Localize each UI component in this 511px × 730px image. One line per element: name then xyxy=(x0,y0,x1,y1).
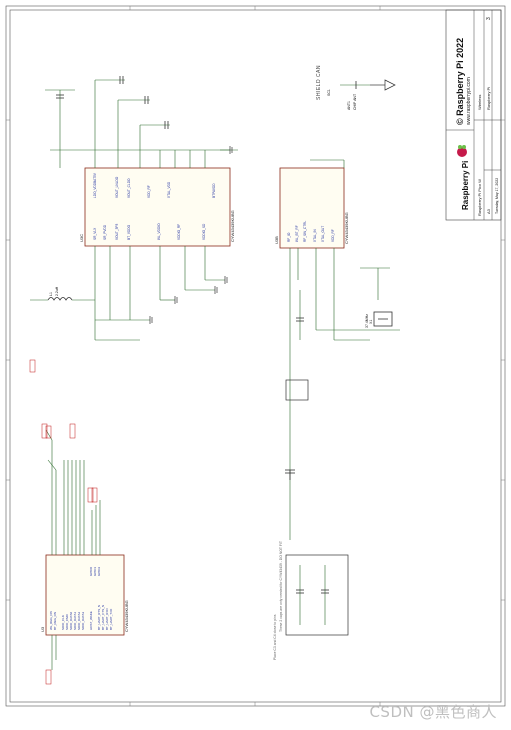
u3c-pin: VOUT_LNLDO xyxy=(115,176,119,198)
u3-pin: HOST_WAKE xyxy=(89,611,93,630)
shield-can: SHIELD CAN SC1 xyxy=(316,65,370,100)
sheet-border xyxy=(5,5,506,707)
title-size: A3 xyxy=(486,208,491,214)
u3-pin: WL_REG_ON xyxy=(49,611,53,630)
title-drawn-by: Raspberry Pi xyxy=(486,87,491,110)
watermark: CSDN @黑色商人 xyxy=(369,703,497,721)
title-website: www.raspberrypi.com xyxy=(466,77,472,125)
net-flags xyxy=(29,359,98,685)
u3c-pin: VDDIO_SD xyxy=(202,223,206,240)
u3-pin: SDIO_DATA2 xyxy=(77,611,81,630)
crystal-value: 37.4MHz xyxy=(365,314,369,328)
u3c-pin: VOUT_CLDO xyxy=(127,178,131,198)
pmu-capacitors xyxy=(56,76,169,129)
u3-part: CYW43439KUBG xyxy=(124,600,129,632)
ground-symbols xyxy=(149,146,233,324)
u3-pin: GPIO2 xyxy=(97,566,101,576)
u3-pin: SDIO_DATA0 xyxy=(69,611,73,630)
u3-pin: BT_UART_RXD xyxy=(105,608,109,630)
title-brand: Raspberry Pi xyxy=(461,161,470,210)
u3c-pin: LDO_VDDBAT5V xyxy=(93,172,97,198)
u3-pin: BT_UART_CTS_N xyxy=(101,605,105,630)
u3-pin: BT_UART_TXD xyxy=(109,608,113,630)
note-placement: Place C3 and C4 close to pins xyxy=(273,614,277,660)
title-copyright: © Raspberry Pi 2022 xyxy=(455,38,465,125)
antenna-icon: ANT1 CHIP ANT xyxy=(347,79,396,110)
u3-wifi-symbol: U3 CYW43439KUBG WL_REG_ON BT_REG_ON SDIO… xyxy=(40,554,129,636)
pmu-decoupling-network xyxy=(45,79,238,168)
u3b-pin: VDD_RF xyxy=(331,229,335,242)
u3b-pin: WL_BT_RF xyxy=(295,225,299,242)
u3c-pin: VDD_RF xyxy=(147,185,151,198)
u3c-part: CYW43439KUBG xyxy=(230,210,235,242)
title-sheet: Wireless xyxy=(477,95,482,110)
u3b-pin: XTAL_OUT xyxy=(321,226,325,242)
u3c-pmu-symbol: U3C CYW43439KUBG SR_VLX SR_PVDD VOUT_3P3… xyxy=(79,167,235,247)
u3c-pin: VDDIO_RF xyxy=(177,224,181,240)
crystal-ref: X1 xyxy=(369,320,373,324)
u3c-ref: U3C xyxy=(79,234,84,242)
u3c-pin: VOUT_3P3 xyxy=(115,223,119,240)
dnf-capacitor-box xyxy=(285,554,349,636)
shield-can-label: SHIELD CAN xyxy=(316,65,322,100)
u3c-pin: SR_VLX xyxy=(93,227,97,240)
title-date: Tuesday, May 17, 2022 xyxy=(495,178,499,214)
shield-can-ref: SC1 xyxy=(327,89,331,96)
zone-ticks xyxy=(6,6,505,706)
rf-filter-components xyxy=(285,317,309,480)
vout-capacitor-cluster xyxy=(94,246,225,341)
u3-pin: BT_REG_ON xyxy=(53,612,57,630)
u3-pin: GPIO0 xyxy=(89,566,93,576)
u3c-pin: SR_PVDD xyxy=(103,224,107,240)
u3c-pin: BT_VDDO xyxy=(127,224,131,240)
title-rev: 3 xyxy=(486,17,492,20)
antenna-ref: ANT1 xyxy=(347,101,351,110)
u3c-pin: WL_VDDIO xyxy=(157,223,161,240)
antenna-value: CHIP ANT xyxy=(353,93,357,110)
u3b-pin: RF_SW_CTRL xyxy=(303,221,307,242)
raspberry-logo-icon xyxy=(457,145,467,157)
sdio-bus-wires xyxy=(45,429,101,670)
inductor-l1: L1 2.2uH xyxy=(30,286,95,301)
u3-pin: BT_UART_RTS_N xyxy=(97,605,101,630)
u3-pin: SDIO_CLK xyxy=(61,615,65,630)
u3b-ref: U3B xyxy=(274,236,279,244)
u3b-pin: XTAL_IN xyxy=(313,229,317,242)
u3b-rf-symbol: U3B CYW43439KUBG RF_IO WL_BT_RF RF_SW_CT… xyxy=(274,167,349,249)
title-project: Raspberry Pi Pico W xyxy=(477,179,482,216)
u3-pin: SDIO_DATA3 xyxy=(81,611,85,630)
u3b-pin: RF_IO xyxy=(287,232,291,242)
u3-pin: SDIO_CMD xyxy=(65,613,69,630)
u3c-pin: XTAL_VDD xyxy=(167,181,171,198)
title-block: © Raspberry Pi 2022 www.raspberrypi.com … xyxy=(445,9,502,221)
inductor-ref: L1 xyxy=(49,292,53,296)
note-dnf-caps: These 2 caps are only needed for CYW4343… xyxy=(279,541,283,632)
u3-ref: U3 xyxy=(40,626,45,632)
inductor-value: 2.2uH xyxy=(55,286,59,296)
crystal-x1: X1 37.4MHz xyxy=(365,311,393,328)
u3-pin: GPIO1 xyxy=(93,566,97,576)
u3c-pin: BTPAVDD xyxy=(212,183,216,198)
u3-pin: SDIO_DATA1 xyxy=(73,611,77,630)
u3b-part: CYW43439KUBG xyxy=(344,212,349,244)
